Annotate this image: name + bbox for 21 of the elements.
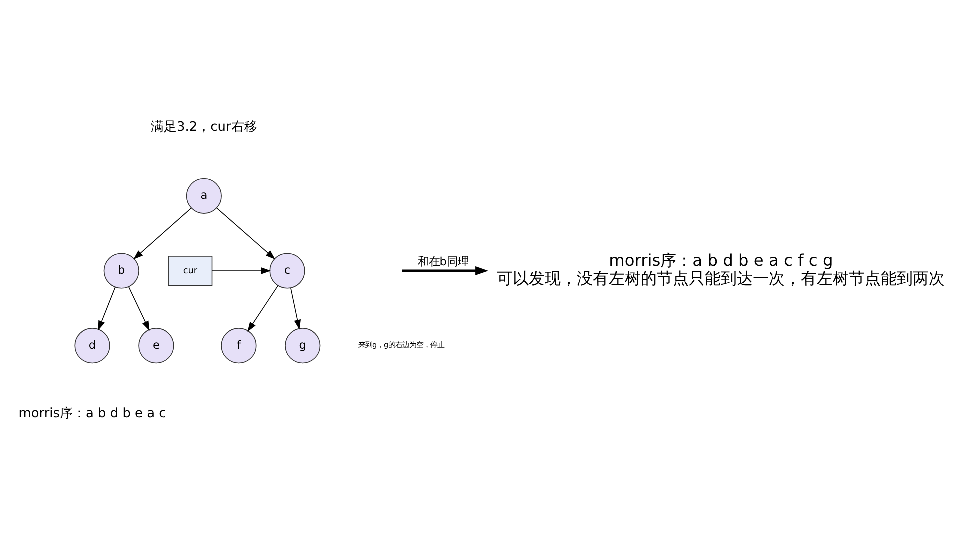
label: 满足3.2，cur右移 [151, 120, 258, 135]
node-circle: f [221, 328, 257, 364]
arrow [98, 286, 116, 331]
label: morris序：a b d b e a c [18, 406, 166, 422]
arrow [290, 288, 301, 330]
arrow [212, 268, 272, 274]
node-circle: g [285, 328, 321, 364]
arrow [128, 286, 150, 331]
node-circle: e [138, 328, 174, 364]
arrow [134, 208, 192, 260]
label: 来到g，g的右边为空，停止 [358, 340, 445, 350]
arrow [402, 266, 489, 276]
edge-label: 和在b同理 [418, 254, 469, 268]
node-circle: a [186, 178, 222, 214]
arrow [248, 286, 279, 332]
node-box: cur [168, 256, 213, 286]
node-circle: d [74, 328, 110, 364]
node-circle: c [270, 253, 306, 289]
node-circle: b [104, 253, 140, 289]
node-text: morris序：a b d b e a c f c g 可以发现，没有左树的节点只能到达一次，有左树节点能到两次 [497, 251, 946, 288]
arrow [216, 208, 276, 260]
